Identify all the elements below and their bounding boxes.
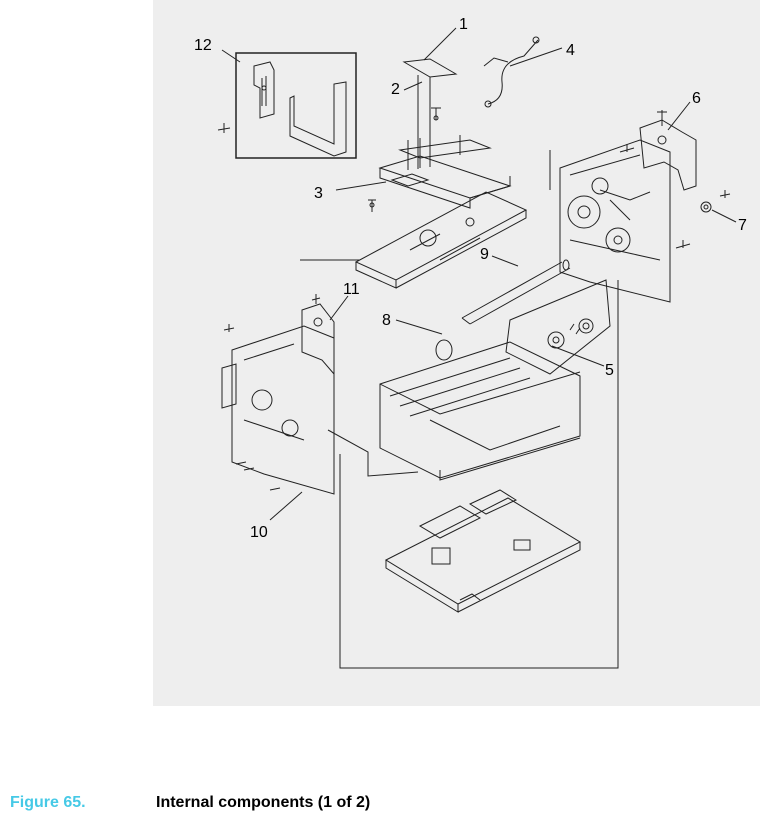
callout-12: 12 — [194, 37, 212, 54]
gear-plate — [505, 279, 611, 375]
callout-1: 1 — [459, 16, 468, 33]
left-side-frame — [221, 294, 335, 495]
wire-harness — [483, 36, 540, 108]
transfer-roller — [461, 259, 571, 325]
callout-5: 5 — [605, 362, 614, 379]
callout-9: 9 — [480, 246, 489, 263]
exploded-guide-lines — [300, 150, 619, 669]
callout-leader-lines — [221, 27, 737, 521]
figure-label: Figure 65. — [10, 794, 86, 811]
callout-8: 8 — [382, 312, 391, 329]
figure-title: Internal components (1 of 2) — [156, 794, 371, 811]
callout-10: 10 — [250, 524, 268, 541]
callout-3: 3 — [314, 185, 323, 202]
right-side-frame — [559, 110, 731, 303]
paper-path-assembly — [379, 339, 581, 481]
callout-11: 11 — [343, 281, 360, 298]
callout-4: 4 — [566, 42, 575, 59]
upper-frame-plate — [354, 191, 528, 289]
callout-7: 7 — [738, 217, 747, 234]
inset-bracket-detail — [217, 52, 357, 159]
pickup-assembly — [368, 58, 512, 212]
callout-2: 2 — [391, 81, 400, 98]
callout-6: 6 — [692, 90, 701, 107]
figure-panel — [153, 0, 760, 706]
formatter-board — [384, 489, 582, 613]
